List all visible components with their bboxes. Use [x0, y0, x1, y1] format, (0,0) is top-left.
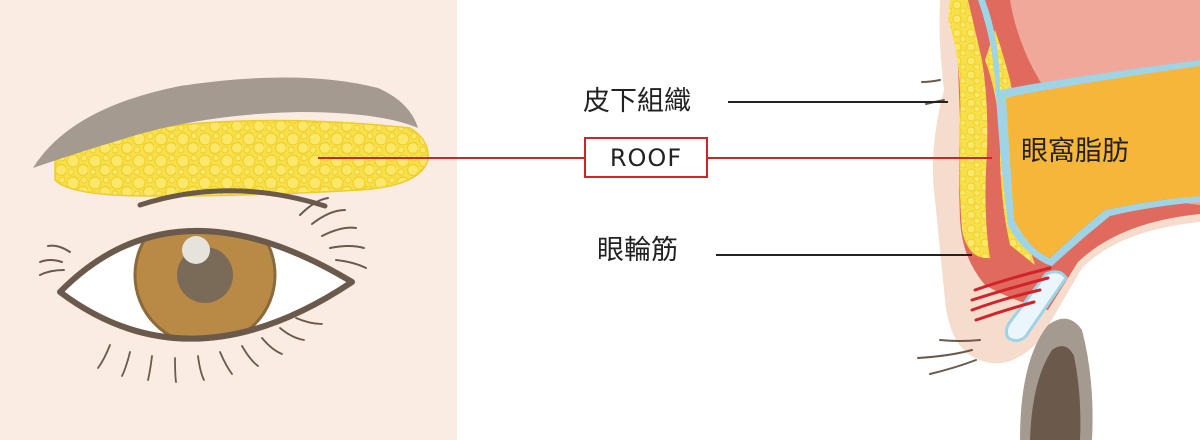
eye-highlight: [182, 236, 210, 264]
upper-eyelid-crease: [137, 188, 328, 209]
upper-eyelashes: [39, 197, 367, 276]
leader-lines: [318, 101, 992, 256]
subcutaneous-fat: [948, 0, 990, 259]
eyelid-cross-section: [917, 0, 1200, 440]
label-roof: ROOF: [584, 137, 708, 178]
label-orbital-fat: 眼窩脂肪: [1021, 136, 1129, 167]
lower-eyelid-inner: [1030, 346, 1081, 440]
label-subcutaneous-tissue: 皮下組織: [583, 86, 691, 117]
lower-eyelashes: [97, 317, 323, 383]
iris-ring: [133, 230, 277, 339]
upper-lid-lashes: [917, 79, 981, 375]
left-panel-background: [0, 0, 457, 440]
tarsal-plate: [1004, 270, 1068, 343]
orbital-fat: [1006, 66, 1200, 258]
orbicularis-fibers: [970, 266, 1052, 322]
eyebrow: [33, 77, 418, 168]
eye-outline: [57, 227, 355, 342]
label-orbicularis-muscle: 眼輪筋: [597, 235, 678, 266]
eye: [57, 227, 355, 342]
